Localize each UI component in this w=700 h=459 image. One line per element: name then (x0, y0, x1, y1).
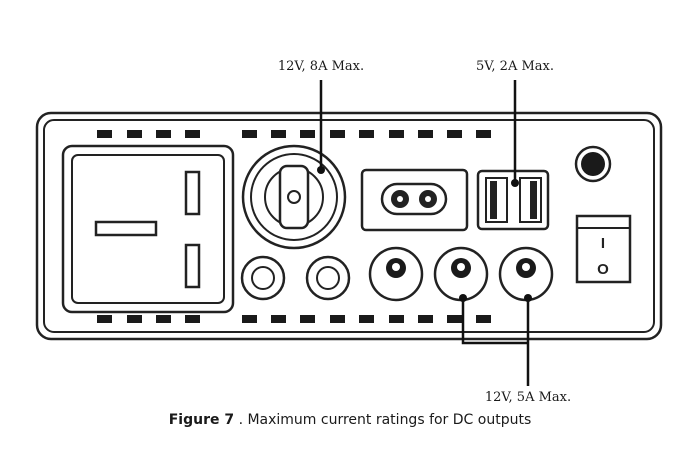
vent-slot (418, 315, 433, 323)
vent-slot (271, 130, 286, 138)
vent-slot (330, 315, 345, 323)
callout-leader-usb (511, 80, 519, 187)
vent-slot (127, 130, 142, 138)
ring-terminal-1 (240, 255, 286, 301)
vent-slots-top (97, 130, 491, 138)
vent-slot (447, 130, 462, 138)
switch-off-mark: O (597, 261, 609, 278)
indicator-light (574, 145, 612, 183)
vent-slot (418, 130, 433, 138)
caption-text: . Maximum current ratings for DC outputs (238, 412, 532, 428)
vent-slot (447, 315, 462, 323)
ac-outlet (61, 144, 235, 314)
vent-slot (389, 130, 404, 138)
vent-slot (127, 315, 142, 323)
dc-jack-3 (498, 246, 554, 302)
vent-slot (242, 315, 257, 323)
callout-label-12v-8a: 12V, 8A Max. (278, 59, 364, 74)
figure-caption: Figure 7 . Maximum current ratings for D… (0, 412, 700, 428)
vent-slot (476, 130, 491, 138)
power-switch: I O (575, 214, 632, 284)
vent-slot (185, 315, 200, 323)
dc-jack-1 (368, 246, 424, 302)
usb-ports (476, 169, 550, 231)
dc-jack-2 (433, 246, 489, 302)
callout-label-12v-5a: 12V, 5A Max. (485, 390, 571, 405)
vent-slot (97, 315, 112, 323)
figure-eight-socket (360, 168, 469, 232)
vent-slot (359, 130, 374, 138)
vent-slot (156, 315, 171, 323)
ring-terminal-2 (305, 255, 351, 301)
vent-slot (359, 315, 374, 323)
vent-slot (300, 315, 315, 323)
car-socket-12v (241, 144, 347, 250)
callout-leader-car-socket (317, 80, 325, 174)
vent-slot (330, 130, 345, 138)
vent-slot (389, 315, 404, 323)
vent-slot (242, 130, 257, 138)
vent-slot (156, 130, 171, 138)
vent-slot (476, 315, 491, 323)
callout-leader-dc-jacks (459, 294, 532, 386)
vent-slot (271, 315, 286, 323)
vent-slot (185, 130, 200, 138)
vent-slots-bottom (97, 315, 491, 323)
vent-slot (300, 130, 315, 138)
figure-label: Figure 7 (168, 412, 235, 428)
vent-slot (97, 130, 112, 138)
switch-on-mark: I (601, 235, 605, 252)
callout-label-5v-2a: 5V, 2A Max. (476, 59, 554, 74)
